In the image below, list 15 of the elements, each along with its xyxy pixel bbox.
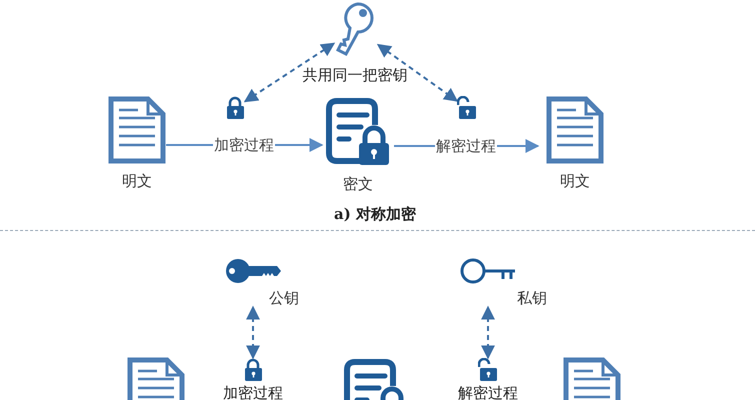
node-label: 明文 bbox=[560, 172, 590, 190]
section-caption: a) 对称加密 bbox=[334, 205, 416, 223]
node-label: 私钥 bbox=[517, 289, 547, 307]
note-label: 加密过程 bbox=[223, 384, 283, 400]
arrow bbox=[246, 306, 260, 360]
node-label: 公钥 bbox=[269, 289, 299, 307]
note-label: 共用同一把密钥 bbox=[302, 66, 408, 84]
note-label: 解密过程 bbox=[458, 384, 518, 400]
node-label: 密文 bbox=[343, 175, 373, 193]
edge-label: 加密过程 bbox=[213, 136, 275, 154]
arrow bbox=[481, 306, 495, 360]
arrow bbox=[376, 44, 458, 102]
edge-label: 解密过程 bbox=[435, 137, 497, 155]
node-label: 明文 bbox=[122, 172, 152, 190]
arrow bbox=[244, 42, 336, 102]
